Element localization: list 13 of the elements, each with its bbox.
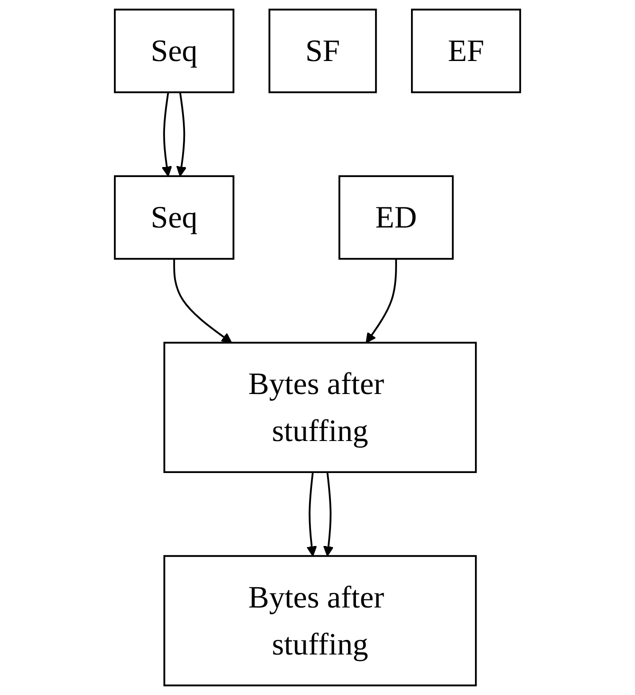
arrow [173, 258, 232, 344]
arrow [366, 258, 397, 344]
node-box: Seq [114, 175, 234, 260]
node-box: SF [268, 8, 377, 94]
arrow [323, 472, 334, 556]
node-box: Bytes after stuffing [163, 342, 477, 474]
arrow [306, 472, 317, 556]
node-box: Bytes after stuffing [163, 555, 477, 686]
arrow [162, 92, 172, 177]
node-box: Seq [114, 8, 234, 94]
arrow [176, 92, 187, 177]
node-box: EF [411, 8, 522, 94]
node-box: ED [338, 175, 454, 260]
